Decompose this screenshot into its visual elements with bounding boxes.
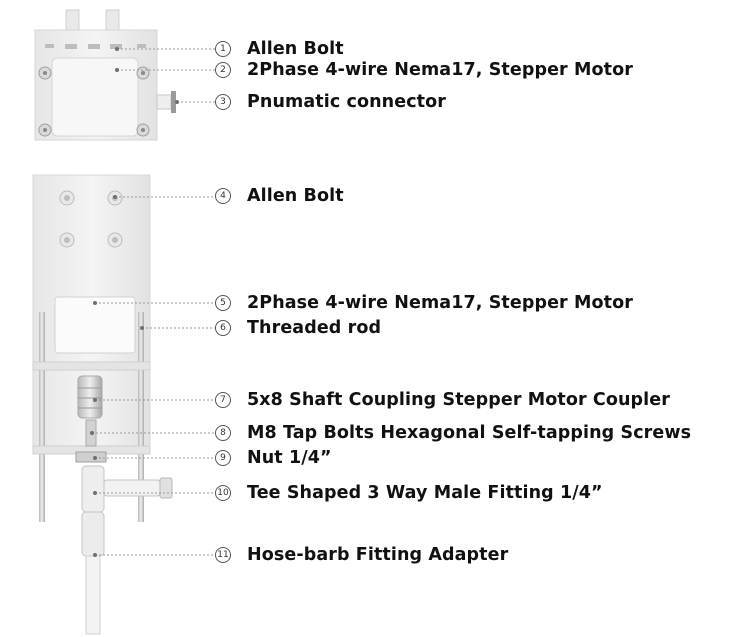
callout-7: 7 5x8 Shaft Coupling Stepper Motor Coupl…	[215, 390, 670, 410]
callout-label: Threaded rod	[247, 318, 382, 338]
leader-lines	[92, 48, 215, 556]
callout-3: 3 Pnumatic connector	[215, 92, 446, 112]
callout-10: 10 Tee Shaped 3 Way Male Fitting 1/4”	[215, 483, 603, 503]
callout-5: 5 2Phase 4-wire Nema17, Stepper Motor	[215, 293, 633, 313]
callout-1: 1 Allen Bolt	[215, 39, 344, 59]
pneumatic-connector-icon	[156, 91, 176, 113]
callout-2: 2 2Phase 4-wire Nema17, Stepper Motor	[215, 60, 633, 80]
callout-number: 5	[215, 295, 231, 311]
callout-number: 8	[215, 425, 231, 441]
callout-8: 8 M8 Tap Bolts Hexagonal Self-tapping Sc…	[215, 423, 691, 443]
callout-label: Allen Bolt	[247, 39, 344, 59]
callout-4: 4 Allen Bolt	[215, 186, 344, 206]
callout-number: 9	[215, 450, 231, 466]
callout-6: 6 Threaded rod	[215, 318, 381, 338]
callout-label: Tee Shaped 3 Way Male Fitting 1/4”	[247, 483, 603, 503]
leader-dots	[90, 47, 179, 557]
callout-number: 2	[215, 62, 231, 78]
top-view-assembly	[34, 9, 176, 141]
callout-label: Pnumatic connector	[247, 92, 446, 112]
callout-label: M8 Tap Bolts Hexagonal Self-tapping Scre…	[247, 423, 692, 443]
threaded-rod-icon	[39, 312, 144, 522]
callout-number: 1	[215, 41, 231, 57]
callout-label: 2Phase 4-wire Nema17, Stepper Motor	[247, 293, 633, 313]
hose-barb-icon	[81, 511, 105, 635]
shaft-coupler-icon	[77, 375, 103, 419]
callout-label: 2Phase 4-wire Nema17, Stepper Motor	[247, 60, 633, 80]
callout-11: 11 Hose-barb Fitting Adapter	[215, 545, 508, 565]
callout-number: 11	[215, 547, 231, 563]
callout-number: 10	[215, 485, 231, 501]
callout-number: 7	[215, 392, 231, 408]
callout-label: Nut 1/4”	[247, 448, 332, 468]
callout-label: Hose-barb Fitting Adapter	[247, 545, 509, 565]
callout-number: 3	[215, 94, 231, 110]
allen-bolt-icon	[38, 66, 150, 137]
front-view-assembly	[32, 174, 173, 635]
tee-fitting-icon	[81, 465, 173, 513]
allen-bolt-front-icon	[59, 190, 123, 248]
callout-label: Allen Bolt	[247, 186, 344, 206]
callout-label: 5x8 Shaft Coupling Stepper Motor Coupler	[247, 390, 670, 410]
callout-number: 4	[215, 188, 231, 204]
callout-9: 9 Nut 1/4”	[215, 448, 332, 468]
callout-number: 6	[215, 320, 231, 336]
